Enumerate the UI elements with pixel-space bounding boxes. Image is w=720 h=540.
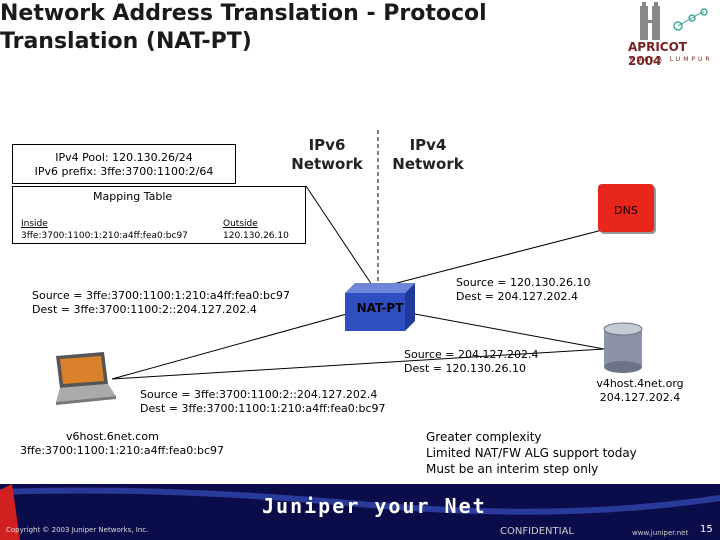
dns-server: DNS — [598, 184, 654, 232]
logo-sub-text: KUALA LUMPUR — [630, 56, 713, 63]
v6-outbound-dest: Dest = 3ffe:3700:1100:2::204.127.202.4 — [32, 303, 257, 316]
inside-header: Inside — [21, 219, 48, 229]
cube-icon — [345, 283, 415, 331]
v4-host-name: v4host.4net.org — [596, 377, 684, 390]
website-text: www.juniper.net — [632, 529, 689, 537]
note-1: Greater complexity — [426, 430, 542, 444]
v6-host-address: 3ffe:3700:1100:1:210:a4ff:fea0:bc97 — [20, 444, 224, 457]
v4-host-address: 204.127.202.4 — [599, 391, 681, 404]
ipv6-prefix-text: IPv6 prefix: 3ffe:3700:1100:2/64 — [34, 165, 214, 178]
nat-pt-device: NAT-PT — [345, 283, 415, 331]
v6-inbound-dest: Dest = 3ffe:3700:1100:1:210:a4ff:fea0:bc… — [140, 402, 386, 415]
page-title: Network Address Translation - Protocol T… — [0, 1, 487, 54]
v4-link-line — [403, 311, 605, 350]
inside-value: 3ffe:3700:1100:1:210:a4ff:fea0:bc97 — [21, 231, 188, 241]
mapping-link-line — [305, 185, 373, 286]
page-number: 15 — [700, 524, 713, 535]
footer-bar: Juniper your Net Copyright © 2003 Junipe… — [0, 484, 720, 540]
v4-outbound-source: Source = 120.130.26.10 — [456, 276, 591, 289]
copyright-text: Copyright © 2003 Juniper Networks, Inc. — [6, 526, 149, 534]
v4-inbound-source: Source = 204.127.202.4 — [404, 348, 539, 361]
v4-outbound-dest: Dest = 204.127.202.4 — [456, 290, 578, 303]
v6-link-line — [111, 311, 355, 380]
v6-outbound-source: Source = 3ffe:3700:1100:1:210:a4ff:fea0:… — [32, 289, 290, 302]
host-link-line — [111, 348, 605, 380]
mapping-table-title: Mapping Table — [93, 190, 173, 203]
nat-pt-label: NAT-PT — [356, 301, 404, 315]
footer-swoosh — [0, 484, 720, 540]
confidential-text: CONFIDENTIAL — [500, 526, 575, 537]
v6-host-name: v6host.6net.com — [66, 430, 159, 443]
ipv4-network-label: IPv4 Network — [392, 136, 464, 173]
dns-link-line — [392, 227, 611, 285]
ipv6-network-label: IPv6 Network — [291, 136, 363, 173]
apricot-logo: APRICOT 2004 KUALA LUMPUR — [618, 2, 716, 72]
footer-brand: Juniper your Net — [262, 494, 487, 518]
outside-value: 120.130.26.10 — [223, 231, 289, 241]
outside-header: Outside — [223, 219, 258, 229]
twin-towers-icon — [640, 2, 708, 40]
v6-inbound-source: Source = 3ffe:3700:1100:2::204.127.202.4 — [140, 388, 378, 401]
v4-server-icon — [603, 322, 643, 373]
note-3: Must be an interim step only — [426, 462, 599, 476]
dns-label: DNS — [614, 204, 638, 217]
logo-main-text: APRICOT 2004 — [628, 40, 687, 68]
laptop-icon — [56, 352, 116, 405]
mapping-table: Mapping Table Inside 3ffe:3700:1100:1:21… — [12, 186, 306, 244]
v4-inbound-dest: Dest = 120.130.26.10 — [404, 362, 526, 375]
ipv4-pool-text: IPv4 Pool: 120.130.26/24 — [55, 151, 193, 164]
note-2: Limited NAT/FW ALG support today — [426, 446, 637, 460]
address-pool-box: IPv4 Pool: 120.130.26/24 IPv6 prefix: 3f… — [12, 144, 236, 184]
